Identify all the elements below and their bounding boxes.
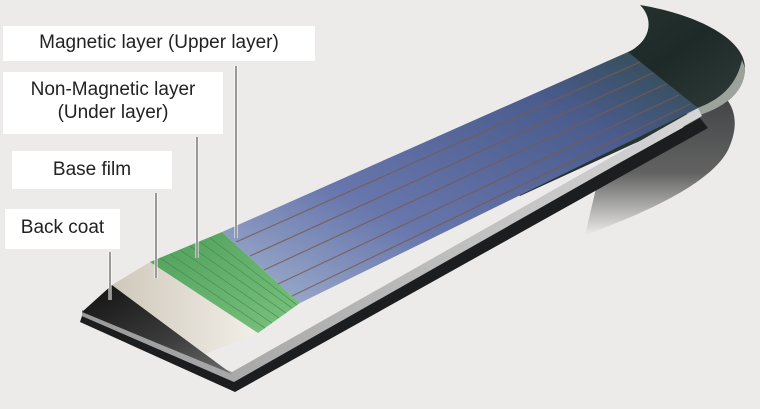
base-film-label: Base film bbox=[12, 151, 172, 189]
back-coat-label: Back coat bbox=[5, 209, 120, 249]
non-magnetic-layer-label-line2: (Under layer) bbox=[57, 102, 169, 123]
magnetic-layer-surface bbox=[222, 52, 698, 303]
magnetic-layer-label-text: Magnetic layer (Upper layer) bbox=[39, 32, 279, 53]
non-magnetic-strip bbox=[150, 232, 300, 333]
back-coat-strip bbox=[82, 285, 232, 374]
base-film-label-text: Base film bbox=[52, 159, 132, 180]
base-film-strip bbox=[112, 262, 258, 354]
track-lines bbox=[235, 61, 691, 297]
tape-tail bbox=[585, 80, 735, 235]
non-magnetic-layer-label-line1: Non-Magnetic layer bbox=[30, 79, 196, 100]
non-magnetic-texture bbox=[159, 237, 298, 329]
magnetic-layer-label: Magnetic layer (Upper layer) bbox=[3, 26, 315, 61]
back-coat-label-text: Back coat bbox=[20, 217, 105, 238]
non-magnetic-layer-label: Non-Magnetic layer (Under layer) bbox=[3, 72, 223, 134]
